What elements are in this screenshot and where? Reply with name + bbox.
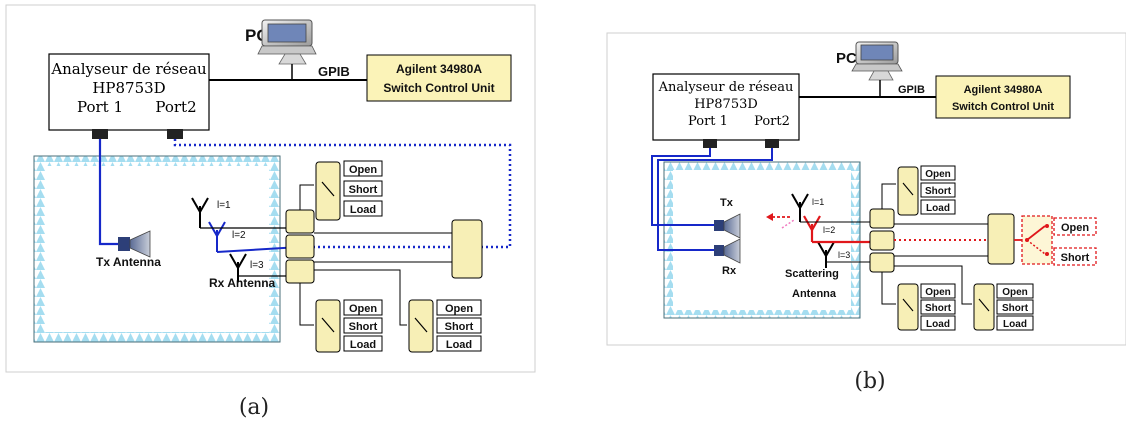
- termination-set-top: Open Short Load: [315, 160, 383, 221]
- switch-control-unit-b: [935, 75, 1071, 119]
- tx-horn-icon-b: [714, 213, 741, 239]
- port1-connector-b: [703, 139, 717, 148]
- bl-load: Load: [350, 339, 376, 351]
- l2-label-b: l=2: [823, 225, 835, 235]
- analyzer-model-b: HP8753D: [694, 97, 758, 112]
- port1-label-b: Port 1: [688, 114, 728, 129]
- analyzer-model: HP8753D: [92, 79, 165, 97]
- analyzer-title-b: Analyseur de réseau: [658, 80, 794, 95]
- analyzer-title: Analyseur de réseau: [50, 60, 207, 78]
- antenna-l1-icon: [191, 197, 209, 228]
- br-open: Open: [445, 303, 473, 315]
- l1-label: l=1: [217, 200, 231, 211]
- b-bl-open: Open: [925, 287, 951, 298]
- b-top-short: Short: [925, 186, 952, 197]
- selector-switch-b: [987, 213, 1015, 265]
- bl-short: Short: [349, 321, 378, 333]
- bl-open: Open: [349, 303, 377, 315]
- anechoic-chamber: [45, 166, 269, 332]
- termination-set-top-b: Open Short Load: [897, 165, 956, 216]
- network-analyzer-box-b: [652, 73, 800, 141]
- antenna-l2-icon-b: [803, 215, 821, 242]
- network-analyzer-box: [48, 53, 210, 131]
- panel-b: PC Analyseur de réseau HP8753D Port 1 Po…: [606, 32, 1126, 394]
- port2-connector: [167, 129, 183, 139]
- tx-horn-icon: [118, 230, 151, 258]
- red-open-box: [1053, 217, 1097, 236]
- switch-unit-line2-b: Switch Control Unit: [952, 101, 1054, 113]
- termination-set-bottom-right: Open Short Load: [408, 299, 482, 353]
- switch-control-unit: [366, 54, 512, 102]
- rx-antenna-label: Rx Antenna: [209, 276, 276, 290]
- caption-a: (a): [239, 395, 269, 420]
- anechoic-chamber-b: [673, 170, 851, 310]
- panel-a: PC Analyseur de réseau HP8753D Port 1 Po…: [5, 4, 536, 420]
- termination-set-bottom-right-b: Open Short Load: [973, 283, 1034, 331]
- caption-b: (b): [854, 369, 885, 394]
- port2-connector-b: [765, 139, 779, 148]
- top-short: Short: [349, 184, 378, 196]
- antenna-switch-stack: [285, 209, 315, 284]
- pc-computer-icon-b: [851, 41, 903, 96]
- rx-label-b: Rx: [722, 265, 737, 277]
- b-top-open: Open: [925, 169, 951, 180]
- br-short: Short: [445, 321, 474, 333]
- gpib-label: GPIB: [318, 64, 350, 79]
- b-bl-short: Short: [925, 303, 952, 314]
- top-open: Open: [349, 164, 377, 176]
- l3-label-b: l=3: [838, 250, 850, 260]
- termination-set-bottom-left: Open Short Load: [315, 299, 383, 353]
- rx-horn-icon-b: [714, 238, 741, 264]
- b-br-load: Load: [1003, 319, 1027, 330]
- port2-selector-switch: [451, 219, 483, 279]
- termination-set-bottom-left-b: Open Short Load: [897, 283, 956, 331]
- switch-unit-line1-b: Agilent 34980A: [964, 84, 1043, 96]
- l3-label: l=3: [250, 260, 264, 271]
- port2-label: Port2: [155, 98, 196, 116]
- port1-label: Port 1: [77, 98, 123, 116]
- tx-label-b: Tx: [720, 197, 734, 209]
- scattering-label-b: Scattering: [785, 268, 839, 280]
- pc-computer-icon: [257, 19, 317, 80]
- port1-connector: [92, 129, 108, 139]
- b-bl-load: Load: [926, 319, 950, 330]
- l1-label-b: l=1: [812, 197, 824, 207]
- b-br-open: Open: [1002, 287, 1028, 298]
- tx-antenna-label: Tx Antenna: [96, 255, 161, 269]
- gpib-label-b: GPIB: [898, 84, 925, 96]
- red-short-label: Short: [1061, 252, 1090, 264]
- red-short-box: [1053, 247, 1097, 266]
- b-br-short: Short: [1002, 303, 1029, 314]
- red-open-label: Open: [1061, 222, 1089, 234]
- antenna-l1-icon-b: [791, 193, 809, 222]
- b-top-load: Load: [926, 203, 950, 214]
- antenna-l2-icon: [208, 221, 226, 252]
- port2-label-b: Port2: [754, 114, 790, 129]
- br-load: Load: [446, 339, 472, 351]
- antenna-label-b: Antenna: [792, 288, 837, 300]
- switch-unit-line2: Switch Control Unit: [383, 81, 494, 95]
- pc-label-b: PC: [836, 50, 857, 67]
- switch-unit-line1: Agilent 34980A: [396, 62, 482, 76]
- l2-label: l=2: [232, 230, 246, 241]
- antenna-switch-stack-b: [869, 208, 895, 273]
- top-load: Load: [350, 204, 376, 216]
